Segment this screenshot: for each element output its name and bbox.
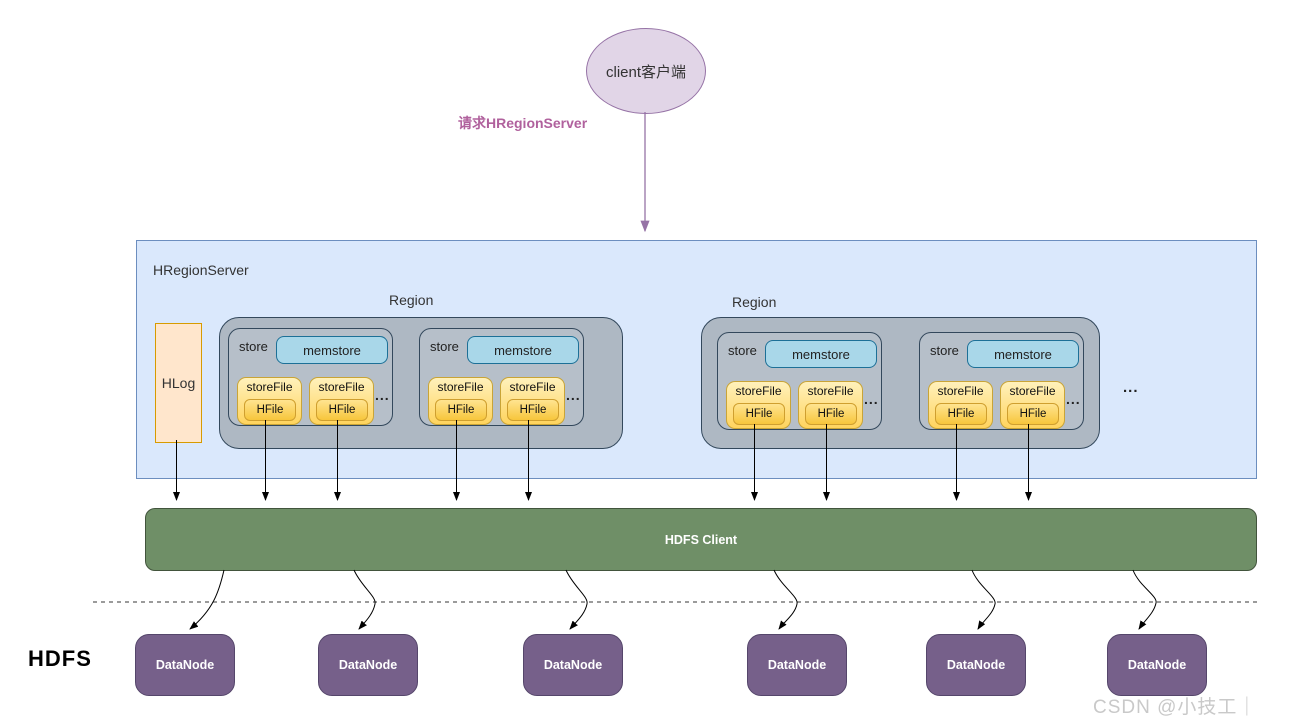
- storefile-label: storeFile: [437, 380, 484, 394]
- hfile: HFile: [805, 403, 857, 425]
- hfile-label: HFile: [256, 404, 284, 416]
- storefile: storeFile HFile: [500, 377, 565, 425]
- storefile-label: storeFile: [807, 384, 854, 398]
- datanode-label: DataNode: [543, 658, 603, 672]
- datanode: DataNode: [135, 634, 235, 696]
- hfile: HFile: [733, 403, 785, 425]
- hlog-label: HLog: [161, 375, 196, 391]
- hfile-label: HFile: [519, 404, 547, 416]
- memstore-label: memstore: [303, 342, 361, 358]
- memstore: memstore: [276, 336, 388, 364]
- store-label: store: [728, 343, 757, 358]
- region-1-label: Region: [389, 292, 434, 308]
- arrow-hdfsclient-to-datanode: [971, 569, 996, 630]
- hdfs-zone-label: HDFS: [28, 646, 92, 671]
- storefile-label: storeFile: [509, 380, 556, 394]
- hfile-label: HFile: [745, 408, 773, 420]
- watermark: CSDN @小技工｜: [1093, 697, 1258, 718]
- storefile-label: storeFile: [1009, 384, 1056, 398]
- arrow-hdfsclient-to-datanode: [353, 569, 376, 630]
- memstore: memstore: [467, 336, 579, 364]
- datanode: DataNode: [318, 634, 418, 696]
- hregionserver-title: HRegionServer: [153, 262, 249, 278]
- hfile-label: HFile: [447, 404, 475, 416]
- store: store memstore storeFile HFile storeFile…: [717, 332, 882, 430]
- hfile-label: HFile: [817, 408, 845, 420]
- storefile: storeFile HFile: [1000, 381, 1065, 429]
- client-node: client客户端: [586, 28, 706, 114]
- storefile: storeFile HFile: [237, 377, 302, 425]
- hfile: HFile: [507, 399, 559, 421]
- storefile: storeFile HFile: [726, 381, 791, 429]
- hfile: HFile: [435, 399, 487, 421]
- more-storefiles-ellipsis: ...: [566, 387, 581, 403]
- memstore: memstore: [967, 340, 1079, 368]
- more-storefiles-ellipsis: ...: [1066, 391, 1081, 407]
- hfile: HFile: [1007, 403, 1059, 425]
- store: store memstore storeFile HFile storeFile…: [419, 328, 584, 426]
- store: store memstore storeFile HFile storeFile…: [919, 332, 1084, 430]
- datanode: DataNode: [523, 634, 623, 696]
- store: store memstore storeFile HFile storeFile…: [228, 328, 393, 426]
- storefile-label: storeFile: [246, 380, 293, 394]
- hfile-label: HFile: [328, 404, 356, 416]
- hfile: HFile: [244, 399, 296, 421]
- storefile-label: storeFile: [937, 384, 984, 398]
- hfile: HFile: [935, 403, 987, 425]
- region-1: store memstore storeFile HFile storeFile…: [219, 317, 623, 449]
- request-label: 请求HRegionServer: [458, 115, 588, 131]
- datanode: DataNode: [747, 634, 847, 696]
- datanode-label: DataNode: [338, 658, 398, 672]
- memstore: memstore: [765, 340, 877, 368]
- datanode: DataNode: [926, 634, 1026, 696]
- datanode: DataNode: [1107, 634, 1207, 696]
- arrow-hdfsclient-to-datanode: [773, 569, 798, 630]
- store-label: store: [430, 339, 459, 354]
- hfile-label: HFile: [947, 408, 975, 420]
- store-label: store: [239, 339, 268, 354]
- arrow-hdfsclient-to-datanode: [189, 569, 225, 630]
- datanode-label: DataNode: [767, 658, 827, 672]
- hregionserver-panel: HRegionServer HLog Region store memstore…: [136, 240, 1257, 479]
- storefile-label: storeFile: [318, 380, 365, 394]
- datanode-label: DataNode: [155, 658, 215, 672]
- more-storefiles-ellipsis: ...: [864, 391, 879, 407]
- storefile: storeFile HFile: [798, 381, 863, 429]
- client-node-label: client客户端: [605, 63, 687, 81]
- storefile: storeFile HFile: [928, 381, 993, 429]
- memstore-label: memstore: [494, 342, 552, 358]
- more-regions-ellipsis: ...: [1123, 379, 1139, 396]
- region-2: store memstore storeFile HFile storeFile…: [701, 317, 1100, 449]
- hfile-label: HFile: [1019, 408, 1047, 420]
- storefile: storeFile HFile: [309, 377, 374, 425]
- arrow-hdfsclient-to-datanode: [565, 569, 588, 630]
- storefile: storeFile HFile: [428, 377, 493, 425]
- memstore-label: memstore: [792, 346, 850, 362]
- store-label: store: [930, 343, 959, 358]
- hfile: HFile: [316, 399, 368, 421]
- datanode-label: DataNode: [1127, 658, 1187, 672]
- datanode-label: DataNode: [946, 658, 1006, 672]
- memstore-label: memstore: [994, 346, 1052, 362]
- hdfs-client-label: HDFS Client: [664, 532, 738, 547]
- hlog-node: HLog: [155, 323, 202, 443]
- arrow-hdfsclient-to-datanode: [1132, 569, 1157, 630]
- more-storefiles-ellipsis: ...: [375, 387, 390, 403]
- storefile-label: storeFile: [735, 384, 782, 398]
- hdfs-client-bar: HDFS Client: [145, 508, 1257, 571]
- region-2-label: Region: [732, 294, 777, 310]
